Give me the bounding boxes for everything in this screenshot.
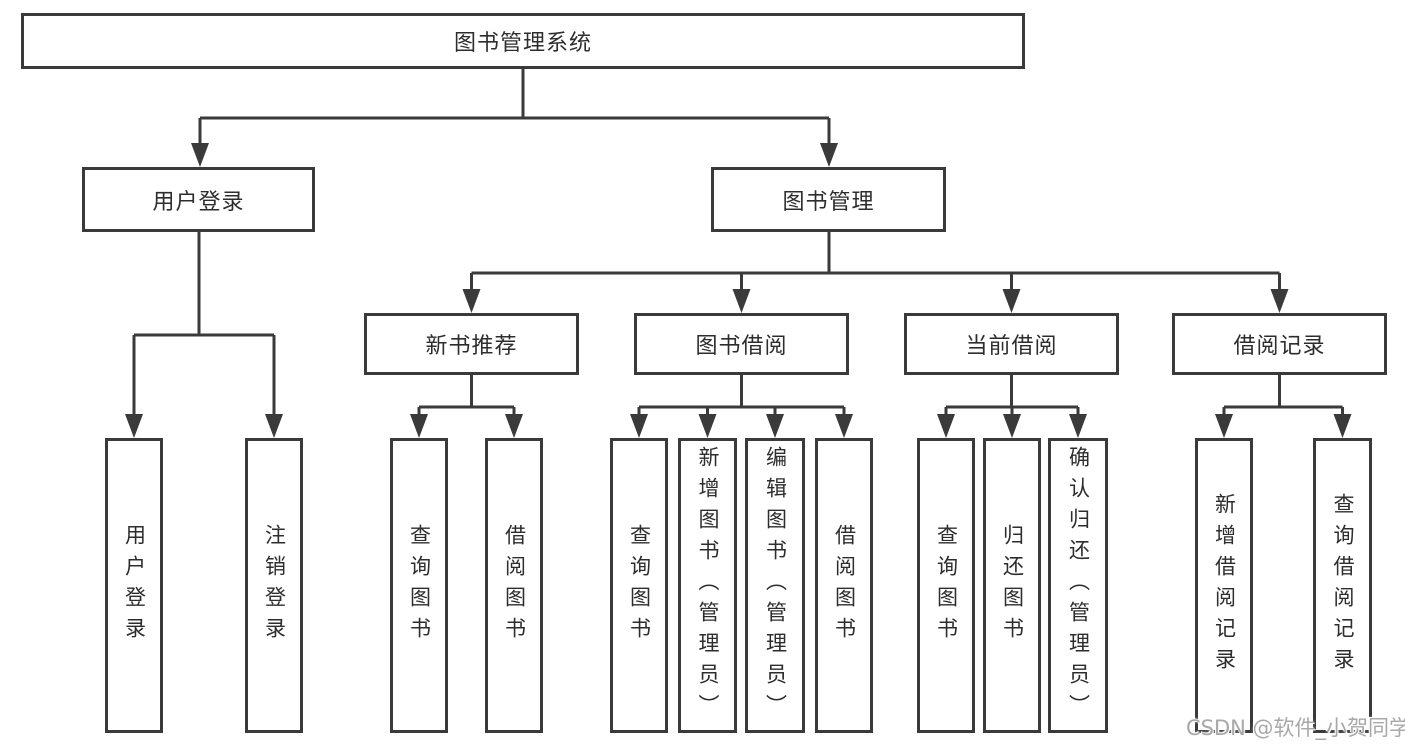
leaf-borrow-books-recommend: 借阅图书: [485, 438, 543, 733]
leaf-borrow-books: 借阅图书: [815, 438, 873, 733]
leaf-logout-label: 注销登录: [262, 523, 287, 648]
csdn-watermark: CSDN @软件_小贺同学: [1186, 716, 1405, 740]
leaf-borrow-books-label: 借阅图书: [832, 523, 857, 648]
node-current-borrow: 当前借阅: [904, 313, 1119, 375]
connector-borrow-records-to-leaves: [1222, 375, 1344, 416]
node-book-management: 图书管理: [711, 167, 946, 232]
node-borrow-records: 借阅记录: [1172, 313, 1387, 375]
leaf-query-books-current-label: 查询图书: [934, 523, 959, 648]
leaf-user-login: 用户登录: [105, 438, 163, 733]
leaf-add-borrow-record-label: 新增借阅记录: [1212, 492, 1237, 679]
connector-new-book-to-leaves: [417, 375, 516, 416]
leaf-add-books-admin-label: 新增图书（管理员）: [696, 446, 720, 725]
leaf-confirm-return-admin: 确认归还（管理员）: [1048, 438, 1108, 733]
leaf-query-books-recommend: 查询图书: [390, 438, 448, 733]
leaf-add-borrow-record: 新增借阅记录: [1195, 438, 1253, 733]
connector-book-borrow-to-leaves: [637, 375, 846, 416]
leaf-query-books-borrow: 查询图书: [610, 438, 668, 733]
connector-user-login-to-leaves: [132, 232, 276, 416]
node-root-system-label: 图书管理系统: [453, 31, 592, 56]
node-borrow-records-label: 借阅记录: [1233, 334, 1326, 359]
leaf-user-login-label: 用户登录: [122, 523, 147, 648]
leaf-return-books: 归还图书: [983, 438, 1041, 733]
node-book-management-label: 图书管理: [782, 189, 875, 215]
node-user-login-label: 用户登录: [152, 189, 245, 215]
connector-book-management-to-level2: [470, 232, 1281, 291]
leaf-logout: 注销登录: [245, 438, 303, 733]
node-book-borrow-label: 图书借阅: [695, 334, 788, 359]
node-root-system: 图书管理系统: [21, 13, 1025, 69]
node-new-book-recommend-label: 新书推荐: [425, 334, 518, 359]
leaf-return-books-label: 归还图书: [1000, 523, 1025, 648]
node-current-borrow-label: 当前借阅: [965, 334, 1058, 359]
leaf-add-books-admin: 新增图书（管理员）: [678, 438, 737, 733]
leaf-query-books-borrow-label: 查询图书: [627, 523, 652, 648]
node-user-login: 用户登录: [82, 167, 315, 232]
leaf-edit-books-admin-label: 编辑图书（管理员）: [763, 446, 788, 725]
connector-root-to-level1: [198, 69, 831, 146]
leaf-query-borrow-record: 查询借阅记录: [1313, 438, 1372, 733]
leaf-query-books-recommend-label: 查询图书: [407, 523, 432, 648]
connector-current-borrow-to-leaves: [944, 375, 1080, 416]
node-new-book-recommend: 新书推荐: [364, 313, 579, 375]
leaf-borrow-books-recommend-label: 借阅图书: [502, 523, 527, 648]
leaf-query-books-current: 查询图书: [917, 438, 975, 733]
leaf-confirm-return-admin-label: 确认归还（管理员）: [1066, 446, 1091, 725]
leaf-edit-books-admin: 编辑图书（管理员）: [745, 438, 805, 733]
leaf-query-borrow-record-label: 查询借阅记录: [1331, 492, 1355, 679]
node-book-borrow: 图书借阅: [634, 313, 849, 375]
